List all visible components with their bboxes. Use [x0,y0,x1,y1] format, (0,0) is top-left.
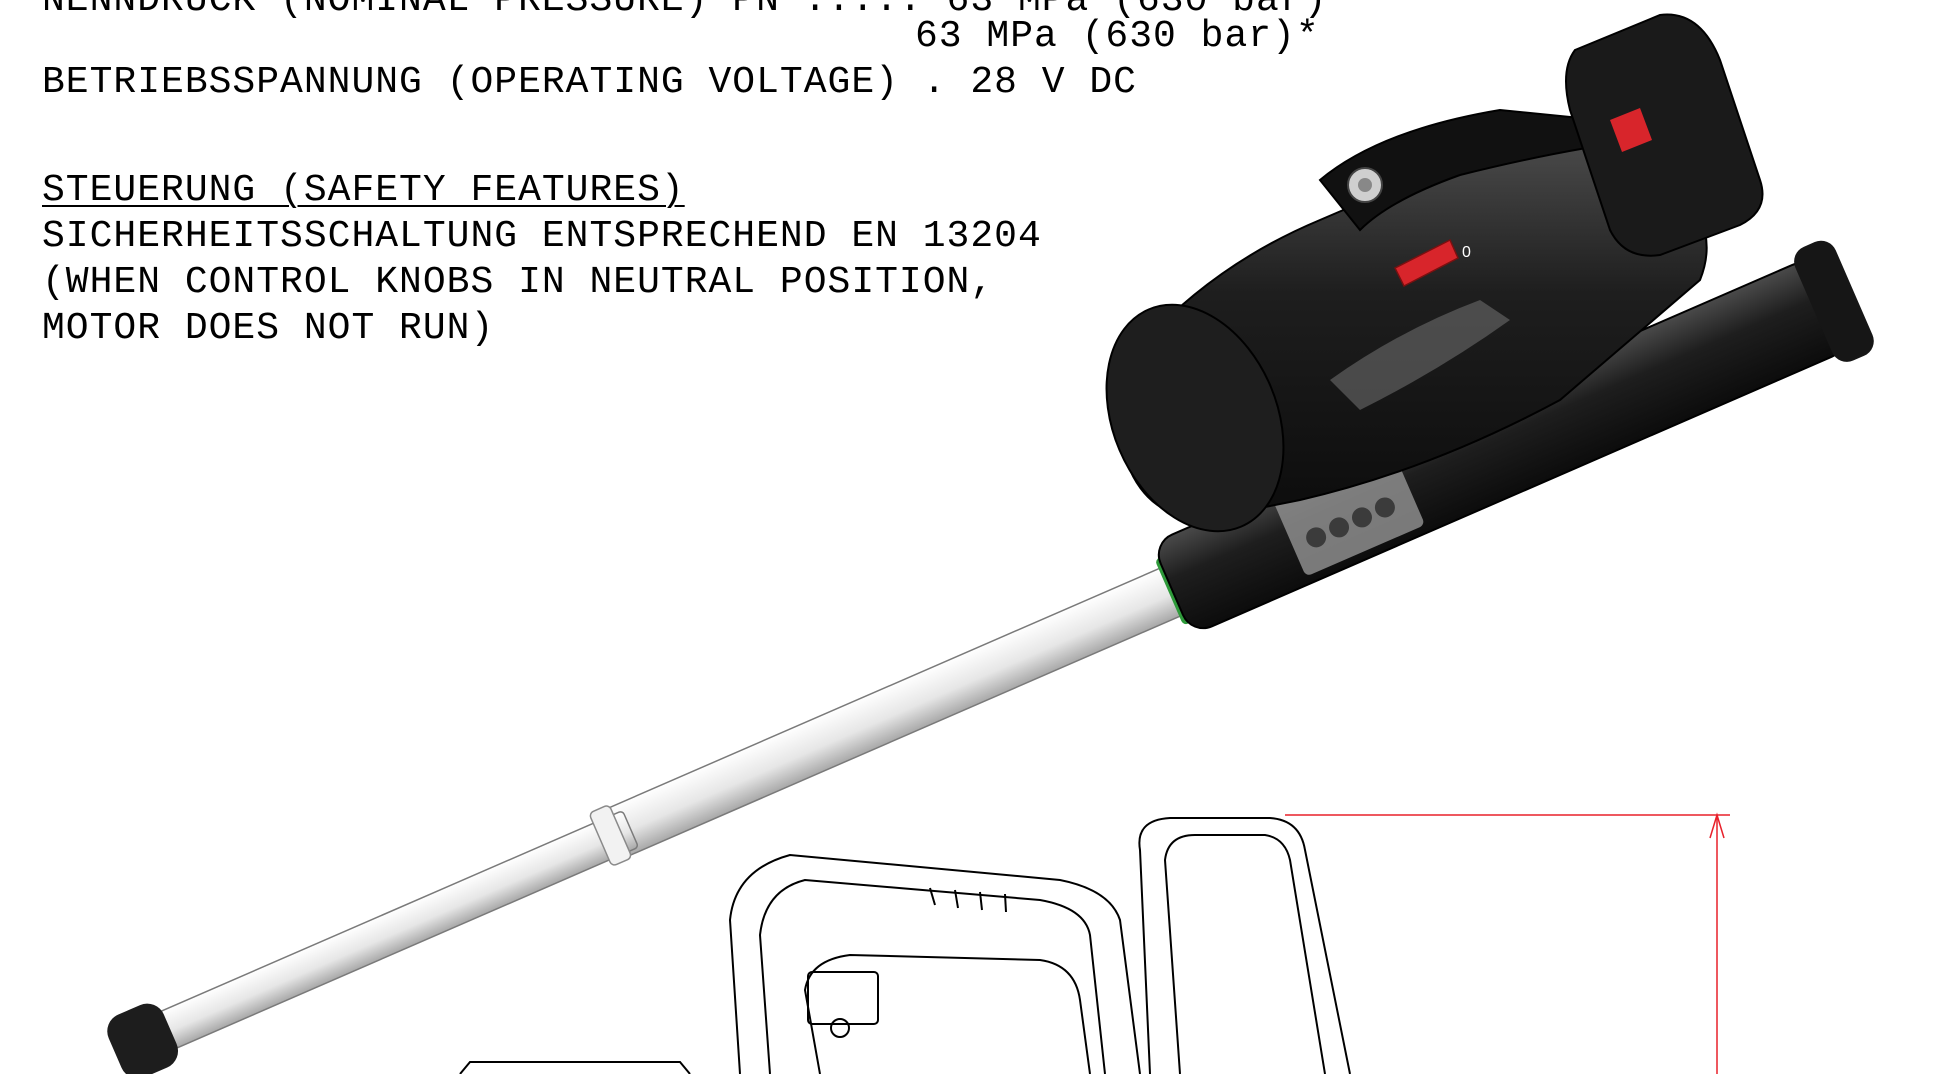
piston-rod [107,555,1195,1074]
safety-heading: STEUERUNG (SAFETY FEATURES) [42,169,685,212]
control-lever[interactable]: 0 [1393,238,1471,288]
nominal-pressure-value: 63 MPa (630 bar)* [915,15,1320,58]
battery-pack [1565,13,1764,257]
operating-voltage-line: BETRIEBSSPANNUNG (OPERATING VOLTAGE) . 2… [42,61,1137,104]
safety-line-1: SICHERHEITSSCHALTUNG ENTSPRECHEND EN 132… [42,215,1042,258]
dimension-line [1285,812,1730,1074]
selector-mark: 0 [1462,244,1471,261]
safety-line-2: (WHEN CONTROL KNOBS IN NEUTRAL POSITION, [42,261,995,304]
nominal-pressure-line: NENNDRUCK (NOMINAL PRESSURE) PN ..... 63… [42,0,1328,22]
battery-release-button[interactable] [1610,108,1652,152]
motor-housing [1105,141,1708,533]
safety-line-3: MOTOR DOES NOT RUN) [42,307,495,350]
line-drawing [459,817,1351,1074]
